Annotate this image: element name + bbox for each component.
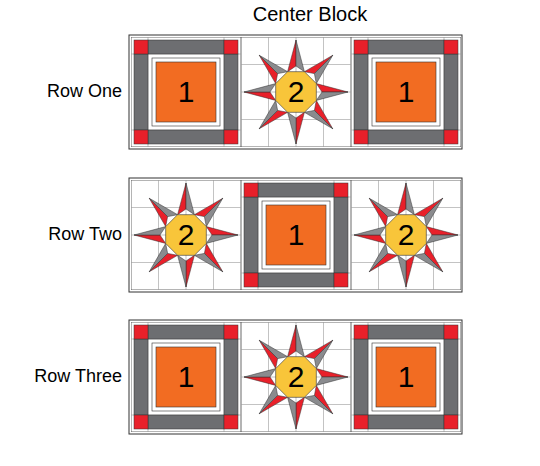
block-number: 1 <box>288 220 305 250</box>
star-block <box>241 37 351 147</box>
quilt-block: 1 <box>131 37 241 147</box>
row-outline <box>129 320 462 434</box>
star-block <box>241 322 351 432</box>
star-block <box>351 180 461 290</box>
square-block <box>131 37 241 147</box>
quilt-block: 1 <box>351 37 461 147</box>
row-outline <box>129 35 462 149</box>
heading: Center Block <box>253 2 368 26</box>
block-number: 1 <box>178 362 195 392</box>
block-number: 2 <box>288 362 305 392</box>
row-label: Row Three <box>34 366 122 388</box>
quilt-block: 1 <box>131 322 241 432</box>
square-block <box>131 322 241 432</box>
quilt-block: 2 <box>241 322 351 432</box>
row-outline <box>129 178 462 292</box>
square-block <box>241 180 351 290</box>
quilt-block: 2 <box>131 180 241 290</box>
block-number: 1 <box>398 362 415 392</box>
block-number: 1 <box>178 77 195 107</box>
block-number: 2 <box>398 220 415 250</box>
block-number: 1 <box>398 77 415 107</box>
row-label: Row Two <box>48 224 122 246</box>
square-block <box>351 322 461 432</box>
quilt-block: 2 <box>241 37 351 147</box>
row-label: Row One <box>47 81 122 103</box>
quilt-block: 1 <box>351 322 461 432</box>
quilt-block: 1 <box>241 180 351 290</box>
block-number: 2 <box>288 77 305 107</box>
block-number: 2 <box>178 220 195 250</box>
quilt-block: 2 <box>351 180 461 290</box>
star-block <box>131 180 241 290</box>
square-block <box>351 37 461 147</box>
